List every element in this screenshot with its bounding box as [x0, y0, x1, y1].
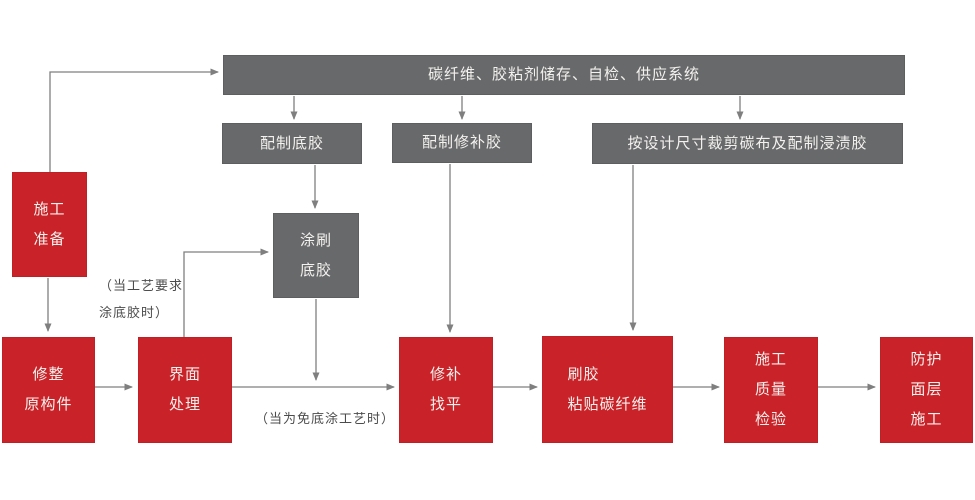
node-supply-system: 碳纤维、胶粘剂储存、自检、供应系统 [223, 55, 905, 95]
node-label-line: 准备 [33, 230, 66, 248]
connector-interface-to-apply-primer [183, 248, 269, 337]
node-label-line: 检验 [754, 411, 787, 428]
note-primer-condition: （当工艺要求 涂底胶时） [99, 272, 183, 326]
node-apply-primer: 涂刷 底胶 [273, 213, 359, 298]
node-protective-surface-layer: 防护 面层 施工 [880, 337, 973, 443]
node-label-line: 底胶 [299, 261, 332, 279]
note-no-primer-condition: （当为免底涂工艺时） [255, 405, 395, 432]
node-label-line: 原构件 [24, 396, 73, 413]
note-line: （当为免底涂工艺时） [255, 411, 396, 426]
node-label-line: 界面 [168, 366, 201, 383]
node-prepare-primer: 配制底胶 [222, 123, 362, 164]
note-line: （当工艺要求 [99, 278, 184, 293]
node-cut-carbon-cloth: 按设计尺寸裁剪碳布及配制浸渍胶 [592, 123, 903, 164]
node-interface-treatment: 界面 处理 [138, 337, 232, 443]
node-repair-original-member: 修整 原构件 [2, 337, 95, 443]
node-label-line: 面层 [910, 381, 943, 398]
node-construction-quality-inspection: 施工 质量 检验 [724, 337, 818, 443]
node-brush-adhesive-paste-fiber: 刷胶 粘贴碳纤维 [542, 336, 673, 443]
node-label-line: 找平 [429, 396, 462, 413]
node-label-line: 涂刷 [299, 231, 332, 249]
node-label-line: 施工 [910, 411, 943, 428]
node-label: 配制底胶 [259, 134, 324, 152]
note-line: 涂底胶时） [99, 305, 170, 320]
connector-prep-to-supply [49, 68, 219, 172]
node-label: 碳纤维、胶粘剂储存、自检、供应系统 [427, 66, 700, 83]
node-label-line: 修整 [32, 366, 65, 383]
node-repair-leveling: 修补 找平 [399, 337, 493, 443]
node-label-line: 质量 [754, 381, 787, 398]
node-label-line: 修补 [429, 366, 462, 383]
node-label-line: 处理 [168, 396, 201, 413]
node-label-line: 施工 [33, 200, 66, 218]
node-prepare-repair-adhesive: 配制修补胶 [392, 123, 532, 163]
node-label-line: 防护 [910, 351, 943, 368]
node-label-line: 刷胶 [567, 365, 600, 383]
node-construction-preparation: 施工 准备 [12, 172, 87, 277]
node-label: 配制修补胶 [421, 134, 502, 151]
node-label-line: 粘贴碳纤维 [567, 395, 648, 413]
node-label: 按设计尺寸裁剪碳布及配制浸渍胶 [627, 134, 868, 152]
node-label-line: 施工 [754, 351, 787, 368]
